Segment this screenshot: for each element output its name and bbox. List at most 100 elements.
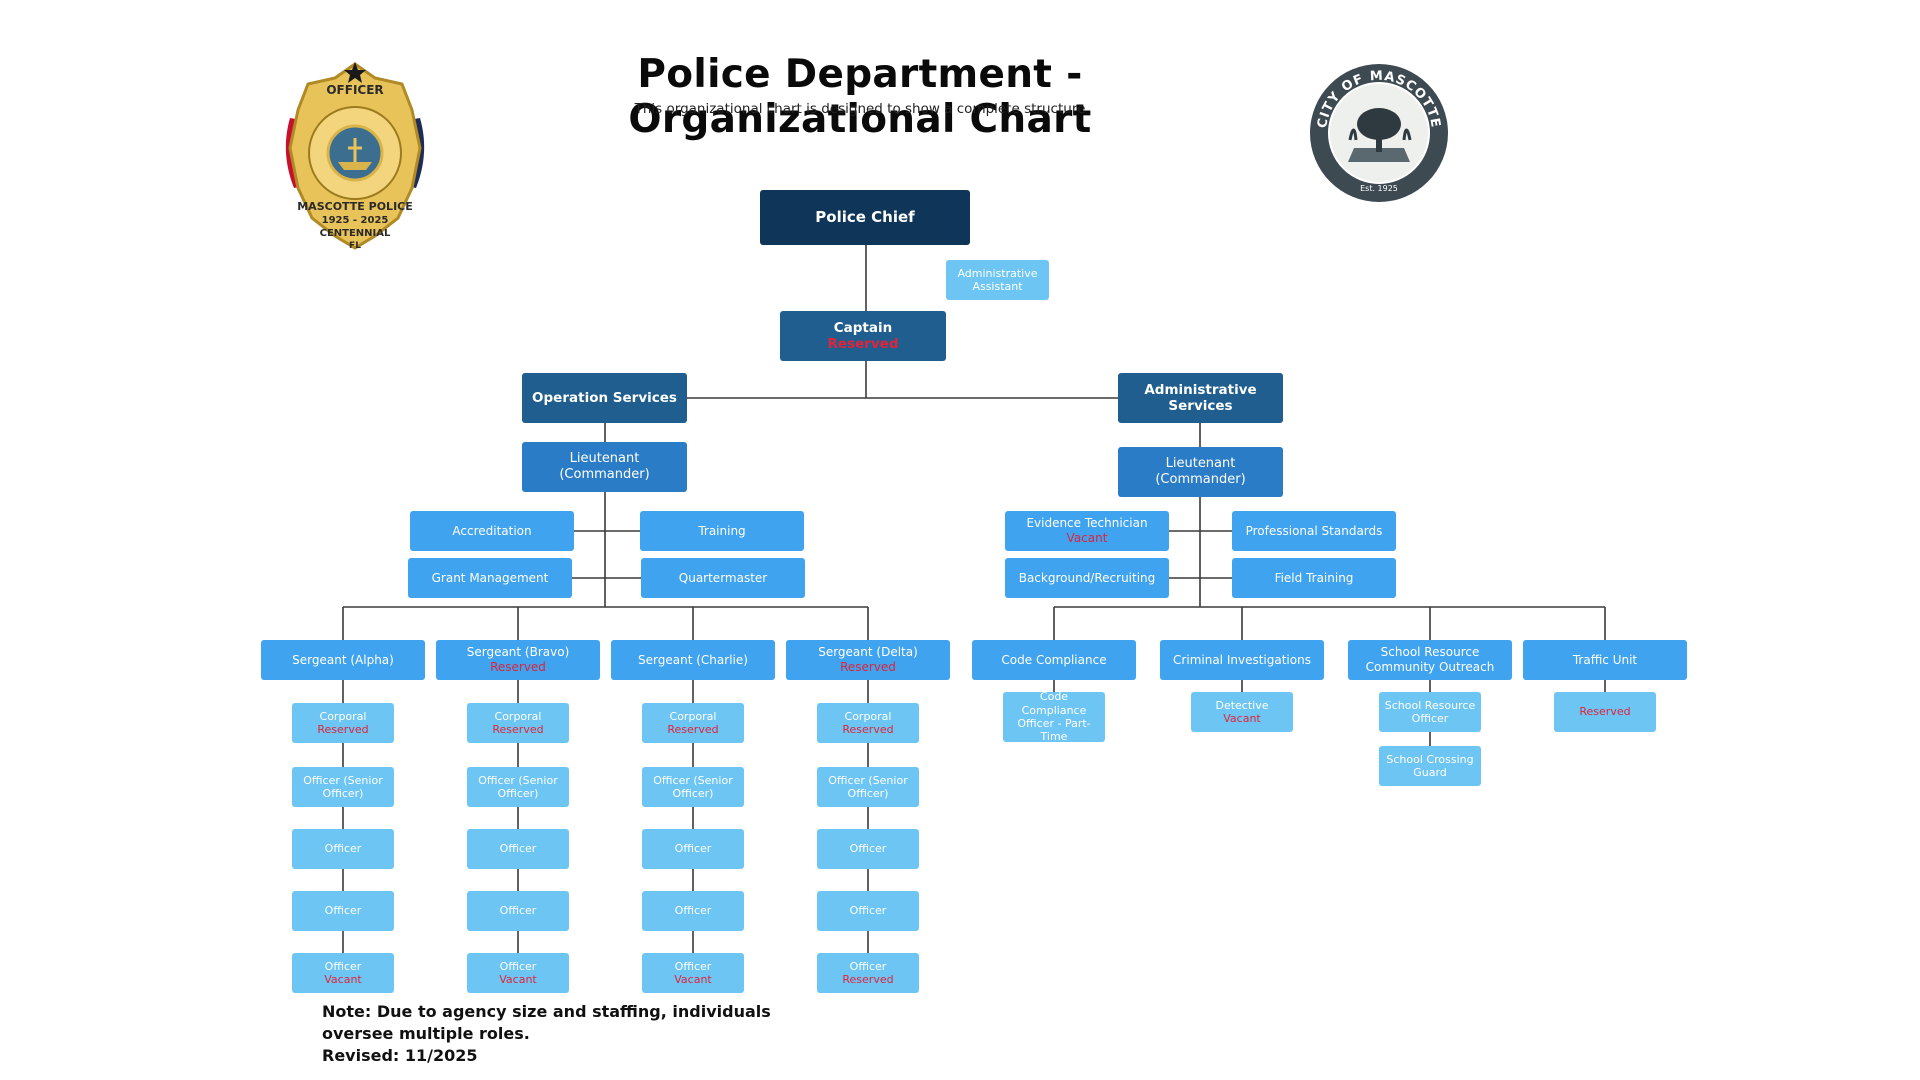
squad-4-member-3: Officer [817,829,919,869]
squad-1-member-5-status: Vacant [324,973,362,986]
badge-years-text: 1925 - 2025 [322,215,389,226]
squad-1-member-5-label: Officer [324,959,362,973]
badge-state-text: FL [349,241,361,251]
squad-3-member-4-label: Officer [674,904,712,918]
admin-unit-1-member-1-label: Code Compliance Officer - Part-Time [1017,690,1091,744]
sergeant-box-4-status: Reserved [840,660,896,674]
squad-1-member-1-status: Reserved [317,723,369,736]
admin-unit-box-1-label: Code Compliance [1001,652,1107,667]
squad-3-member-1-label: Corporal [669,709,717,723]
squad-4-member-1-status: Reserved [842,723,894,736]
squad-1-member-3-label: Officer [324,842,362,856]
squad-3-member-3: Officer [642,829,744,869]
operations-lieutenant-box: Lieutenant (Commander) [522,442,687,492]
squad-3-member-5-label: Officer [674,959,712,973]
ops-support-box-1-label: Accreditation [452,523,532,538]
squad-3-member-2-label: Officer (Senior Officer) [653,773,733,800]
ops-support-box-4: Quartermaster [641,558,805,598]
administrative-services-box: Administrative Services [1118,373,1283,423]
squad-1-member-3: Officer [292,829,394,869]
squad-2-member-1-label: Corporal [494,709,542,723]
admin-unit-4-member-1-status: Reserved [1579,705,1631,719]
squad-2-member-1-status: Reserved [492,723,544,736]
city-of-mascotte-seal-logo: CITY OF MASCOTTE Est. 1925 [1310,64,1448,202]
badge-top-text: OFFICER [326,83,383,97]
squad-1-member-2: Officer (Senior Officer) [292,767,394,807]
squad-4-member-5-label: Officer [849,959,887,973]
ops-support-box-1: Accreditation [410,511,574,551]
admin-unit-2-member-1-label: Detective [1215,698,1269,712]
squad-4-member-3-label: Officer [849,842,887,856]
admin-unit-box-1: Code Compliance [972,640,1136,680]
squad-3-member-1-status: Reserved [667,723,719,736]
sergeant-box-2: Sergeant (Bravo)Reserved [436,640,600,680]
admin-lieutenant-box: Lieutenant (Commander) [1118,447,1283,497]
ops-support-box-3-label: Grant Management [431,570,549,585]
admin-support-box-2-label: Professional Standards [1245,523,1383,538]
page-subtitle: This organizational chart is designed to… [634,101,1086,117]
footnote-line-1: Note: Due to agency size and staffing, i… [322,1002,771,1021]
admin-unit-box-2-label: Criminal Investigations [1173,652,1311,667]
admin-support-box-1-label: Evidence Technician [1026,516,1148,531]
admin-unit-1-member-1: Code Compliance Officer - Part-Time [1003,690,1105,744]
administrative-assistant-box-label: Administrative Assistant [957,266,1038,293]
badge-banner-text: CENTENNIAL [320,228,391,239]
palm-tree-icon [1348,128,1412,141]
admin-unit-box-2: Criminal Investigations [1160,640,1324,680]
operation-services-box: Operation Services [522,373,687,423]
ops-support-box-4-label: Quartermaster [678,570,768,585]
squad-4-member-2: Officer (Senior Officer) [817,767,919,807]
admin-support-box-4: Field Training [1232,558,1396,598]
squad-3-member-4: Officer [642,891,744,931]
police-chief-box: Police Chief [760,190,970,245]
admin-unit-3-member-1: School Resource Officer [1379,692,1481,732]
sergeant-box-2-label: Sergeant (Bravo) [466,645,570,660]
squad-3-member-2: Officer (Senior Officer) [642,767,744,807]
squad-2-member-2-label: Officer (Senior Officer) [478,773,558,800]
footnote: Note: Due to agency size and staffing, i… [322,1001,802,1067]
admin-support-box-2: Professional Standards [1232,511,1396,551]
tree-icon [1357,108,1401,140]
captain-box-label: Captain [833,319,893,336]
administrative-services-box-label: Administrative Services [1144,381,1257,414]
ops-support-box-2: Training [640,511,804,551]
admin-unit-3-member-2-label: School Crossing Guard [1386,752,1474,779]
squad-1-member-2-label: Officer (Senior Officer) [303,773,383,800]
ops-support-box-3: Grant Management [408,558,572,598]
squad-2-member-3-label: Officer [499,842,537,856]
squad-4-member-4: Officer [817,891,919,931]
sergeant-box-4: Sergeant (Delta)Reserved [786,640,950,680]
seal-est-text: Est. 1925 [1360,184,1398,193]
footnote-line-2: oversee multiple roles. [322,1024,530,1043]
captain-box-status: Reserved [827,336,899,352]
badge-ring-text: MASCOTTE POLICE [297,200,413,213]
ops-support-box-2-label: Training [698,523,746,538]
squad-3-member-5-status: Vacant [674,973,712,986]
admin-unit-box-3: School Resource Community Outreach [1348,640,1512,680]
admin-lieutenant-box-label: Lieutenant (Commander) [1155,456,1246,487]
squad-2-member-2: Officer (Senior Officer) [467,767,569,807]
sergeant-box-3-label: Sergeant (Charlie) [638,652,748,667]
footnote-line-3: Revised: 11/2025 [322,1046,478,1065]
admin-unit-3-member-2: School Crossing Guard [1379,746,1481,786]
mascotte-police-badge-logo: OFFICER MASCOTTE POLICE 1925 - 2025 CENT… [285,62,425,251]
admin-unit-3-member-1-label: School Resource Officer [1384,698,1476,725]
squad-4-member-2-label: Officer (Senior Officer) [828,773,908,800]
squad-2-member-3: Officer [467,829,569,869]
sergeant-box-2-status: Reserved [490,660,546,674]
admin-unit-box-3-label: School Resource Community Outreach [1365,645,1495,674]
squad-1-member-1-label: Corporal [319,709,367,723]
page-title: Police Department - Organizational Chart [628,52,1092,142]
squad-1-member-4-label: Officer [324,904,362,918]
squad-2-member-5-status: Vacant [499,973,537,986]
